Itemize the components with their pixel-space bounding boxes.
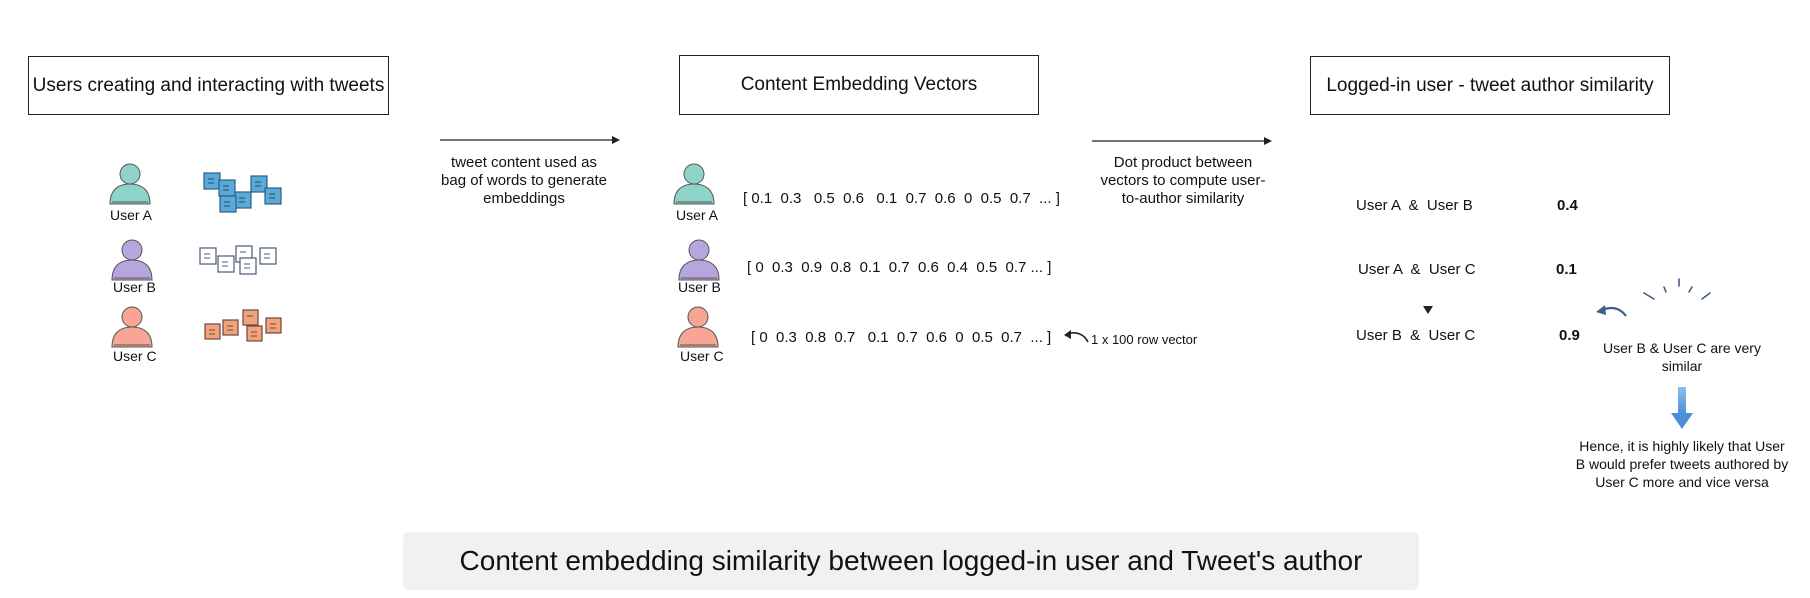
user-c-label-left: User C	[113, 348, 157, 364]
user-c-icon	[111, 306, 153, 348]
user-a-icon-mid	[673, 163, 715, 205]
caption: Content embedding similarity between log…	[403, 532, 1419, 590]
user-b-icon	[111, 239, 153, 281]
curved-arrow-icon	[1064, 330, 1089, 343]
user-b-icon-mid	[678, 239, 720, 281]
tweets-user-a-icon	[203, 172, 282, 213]
similar-note: User B & User C are very similar	[1603, 340, 1761, 374]
arrow1-text: tweet content used as bag of words to ge…	[441, 154, 607, 207]
header-similarity: Logged-in user - tweet author similarity	[1310, 56, 1670, 115]
arrow-right-icon-2	[1092, 137, 1272, 145]
user-b-label-mid: User B	[678, 279, 721, 295]
score-bc: 0.9	[1559, 327, 1580, 344]
pair-bc: User B & User C	[1356, 327, 1476, 344]
tweets-user-c-icon	[204, 309, 282, 342]
vector-user-c: [ 0 0.3 0.8 0.7 0.1 0.7 0.6 0 0.5 0.7 ..…	[751, 329, 1052, 346]
user-c-label-mid: User C	[680, 348, 724, 364]
arrow-right-icon-1	[440, 136, 620, 144]
conclusion-text: Hence, it is highly likely that User B w…	[1575, 438, 1789, 490]
triangle-down-icon	[1423, 306, 1433, 314]
user-c-icon-mid	[677, 306, 719, 348]
arrow2-text: Dot product between vectors to compute u…	[1100, 154, 1266, 207]
header-embeddings: Content Embedding Vectors	[679, 55, 1039, 115]
row-vector-note: 1 x 100 row vector	[1091, 332, 1198, 347]
score-ac: 0.1	[1556, 261, 1577, 278]
arrow-down-icon	[1671, 387, 1693, 429]
user-a-label-left: User A	[110, 207, 153, 223]
left-arrow-icon	[1596, 305, 1627, 317]
user-b-label-left: User B	[113, 279, 156, 295]
vector-user-a: [ 0.1 0.3 0.5 0.6 0.1 0.7 0.6 0 0.5 0.7 …	[743, 190, 1060, 207]
tweets-user-b-icon	[199, 245, 277, 275]
header-users: Users creating and interacting with twee…	[28, 56, 389, 115]
sparkle-icon	[1643, 278, 1711, 300]
user-a-label-mid: User A	[676, 207, 719, 223]
pair-ac: User A & User C	[1358, 261, 1476, 278]
score-ab: 0.4	[1557, 197, 1578, 214]
pair-ab: User A & User B	[1356, 197, 1473, 214]
vector-user-b: [ 0 0.3 0.9 0.8 0.1 0.7 0.6 0.4 0.5 0.7 …	[747, 259, 1052, 276]
user-a-icon	[109, 163, 151, 205]
